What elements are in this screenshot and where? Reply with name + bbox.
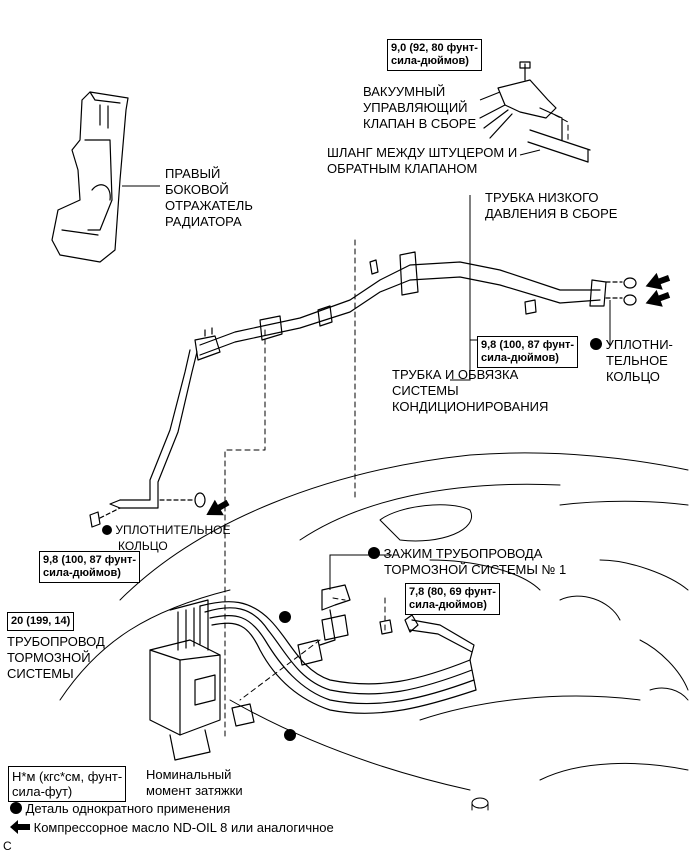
brake-lines-part <box>199 584 477 727</box>
vehicle-body-outline <box>59 452 689 811</box>
figure-code: C <box>3 839 12 853</box>
brake-actuator-part <box>149 599 221 761</box>
ac-tube-label: ТРУБКА И ОБВЯЗКА СИСТЕМЫ КОНДИЦИОНИРОВАН… <box>392 367 549 414</box>
single-use-dot-icon <box>102 525 112 535</box>
torque-box-brake-line: 20 (199, 14) <box>7 612 75 631</box>
single-use-dot-icon <box>368 547 380 559</box>
brake-clamp-label: ЗАЖИМ ТРУБОПРОВОДА ТОРМОЗНОЙ СИСТЕМЫ № 1 <box>368 546 566 578</box>
vacuum-valve-label: ВАКУУМНЫЙ УПРАВЛЯЮЩИЙ КЛАПАН В СБОРЕ <box>363 84 477 131</box>
oil-arrow-icon <box>10 820 30 834</box>
oil-arrows <box>206 272 671 516</box>
oil-arrow-icon <box>206 499 230 516</box>
hose-label: ШЛАНГ МЕЖДУ ШТУЦЕРОМ И ОБРАТНЫМ КЛАПАНОМ <box>327 145 518 176</box>
ac-tube-part <box>89 251 637 528</box>
torque-box-vacuum-valve: 9,0 (92, 80 фунт-сила-дюймов) <box>387 39 482 71</box>
radiator-deflector-label: ПРАВЫЙ БОКОВОЙ ОТРАЖАТЕЛЬ РАДИАТОРА <box>165 166 253 229</box>
legend-single-use: Деталь однократного применения <box>10 801 230 817</box>
oil-arrow-icon <box>645 272 671 290</box>
legend-compressor-oil: Компрессорное масло ND-OIL 8 или аналоги… <box>10 820 334 836</box>
legend-torque-desc: Номинальный момент затяжки <box>146 767 243 798</box>
brake-line-label: ТРУБОПРОВОД ТОРМОЗНОЙ СИСТЕМЫ <box>7 634 105 681</box>
vacuum-valve-part <box>479 61 591 163</box>
oring-right-label: УПЛОТНИ- ТЕЛЬНОЕ КОЛЬЦО <box>590 337 673 385</box>
torque-box-ac-tube: 9,8 (100, 87 фунт-сила-дюймов) <box>477 336 579 368</box>
oring-left-label: УПЛОТНИТЕЛЬНОЕ КОЛЬЦО <box>102 522 231 554</box>
single-use-dot-icon <box>10 802 22 814</box>
single-use-dot-icon <box>590 338 602 350</box>
radiator-deflector-part <box>51 91 129 263</box>
single-use-dot-icon <box>279 611 291 623</box>
oil-arrow-icon <box>645 289 671 307</box>
torque-box-brake-clamp: 7,8 (80, 69 фунт-сила-дюймов) <box>405 583 500 615</box>
legend-torque-box: Н*м (кгс*см, фунт-сила-фут) <box>8 766 127 802</box>
single-use-dot-icon <box>284 729 296 741</box>
torque-box-left-fitting: 9,8 (100, 87 фунт-сила-дюймов) <box>39 551 141 583</box>
low-pressure-tube-label: ТРУБКА НИЗКОГО ДАВЛЕНИЯ В СБОРЕ <box>485 190 618 221</box>
leader-lines <box>224 114 569 741</box>
single-use-dots <box>279 611 296 741</box>
